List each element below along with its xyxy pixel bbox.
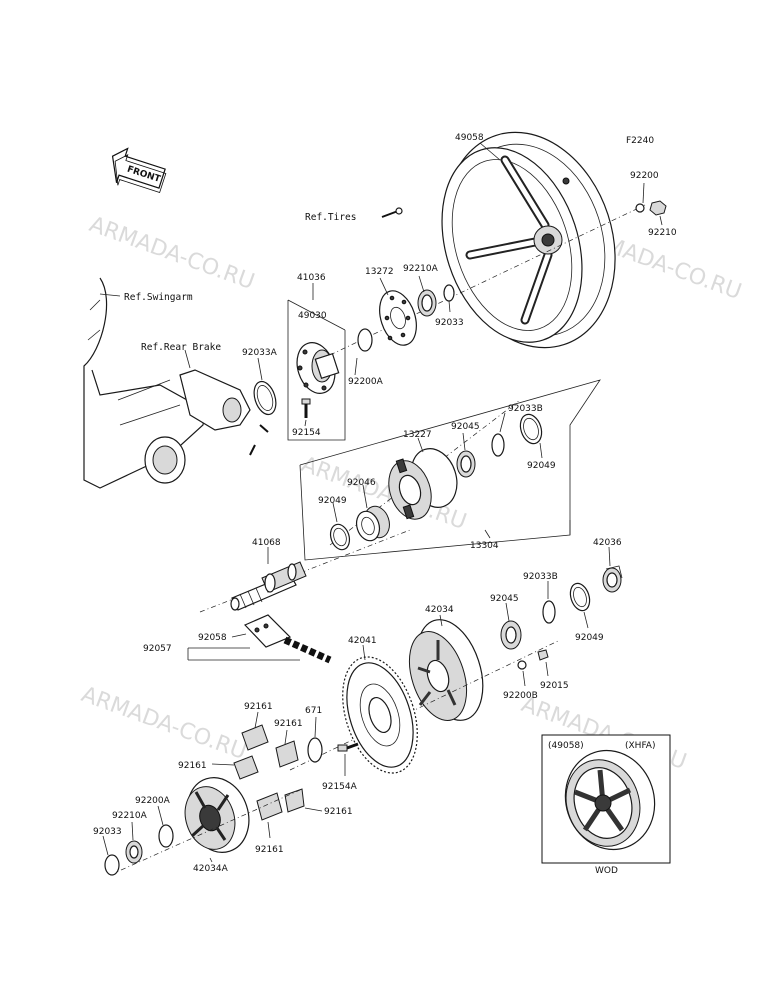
coupling-42034A [184, 777, 250, 853]
label-92046: 92046 [347, 478, 376, 488]
label-671: 671 [305, 706, 322, 716]
ref-tires[interactable]: Ref.Tires [305, 212, 356, 223]
label-13227: 13227 [403, 430, 432, 440]
bolt-92154A [337, 742, 359, 752]
label-92049-top-right: 92049 [527, 461, 556, 471]
label-92210: 92210 [648, 228, 677, 238]
ref-rear-brake[interactable]: Ref.Rear Brake [141, 342, 221, 353]
label-13304: 13304 [470, 541, 499, 551]
label-92049-left: 92049 [318, 496, 347, 506]
label-92033B-mid: 92033B [523, 572, 558, 582]
label-92033-bot: 92033 [93, 827, 122, 837]
needle-bearing-92046 [355, 505, 390, 542]
inset-part-number: (49058) [548, 741, 584, 751]
label-49058: 49058 [455, 133, 484, 143]
hub-49030 [296, 342, 340, 394]
label-92058: 92058 [198, 633, 227, 643]
rear-brake-bracket-ref [179, 369, 269, 456]
label-92154: 92154 [292, 428, 321, 438]
label-92161-b: 92161 [274, 719, 303, 729]
label-92033-top: 92033 [435, 318, 464, 328]
label-49030: 49030 [298, 311, 327, 321]
label-92210A-top: 92210A [403, 264, 439, 274]
variant-inset: (49058) (XHFA) WOD [541, 734, 671, 876]
tire-valve [381, 207, 403, 218]
label-92200A-top: 92200A [348, 377, 384, 387]
label-92033B-top: 92033B [508, 404, 543, 414]
hub-flange-13272 [379, 290, 417, 346]
label-42034A: 42034A [193, 864, 229, 874]
label-92161-c: 92161 [178, 761, 207, 771]
label-92057: 92057 [143, 644, 172, 654]
housing-13227 [388, 448, 458, 520]
label-92015: 92015 [540, 681, 569, 691]
label-92161-e: 92161 [255, 845, 284, 855]
inset-caption: WOD [595, 866, 618, 876]
label-92161-d: 92161 [324, 807, 353, 817]
label-92161-a: 92161 [244, 702, 273, 712]
label-42036: 42036 [593, 538, 622, 548]
inset-code: (XHFA) [625, 741, 655, 751]
label-92033A: 92033A [242, 348, 278, 358]
label-92045-top: 92045 [451, 422, 480, 432]
sprocket-hub-42034 [408, 619, 484, 721]
shaft-41068 [230, 561, 307, 611]
label-92200B: 92200B [503, 691, 538, 701]
label-92045-mid: 92045 [490, 594, 519, 604]
label-41036: 41036 [297, 273, 326, 283]
label-13272: 13272 [365, 267, 394, 277]
label-42034: 42034 [425, 605, 454, 615]
chain-92058 [243, 614, 332, 664]
label-92200: 92200 [630, 171, 659, 181]
front-arrow-icon: FRONT [111, 147, 167, 194]
label-92154A: 92154A [322, 782, 358, 792]
watermark-1: ARMADA-CO.RU [86, 212, 258, 295]
rear-wheel [441, 131, 616, 349]
bolt-92154 [301, 398, 311, 418]
label-41068: 41068 [252, 538, 281, 548]
diagram-code: F2240 [626, 136, 654, 146]
ref-swingarm[interactable]: Ref.Swingarm [124, 292, 193, 303]
label-42041: 42041 [348, 636, 377, 646]
label-92210A-bot: 92210A [112, 811, 148, 821]
label-92200A-bot: 92200A [135, 796, 171, 806]
label-92049-mid: 92049 [575, 633, 604, 643]
rear-sprocket-42041 [342, 656, 418, 774]
swingarm-ref-outline [83, 277, 206, 489]
watermark-4: ARMADA-CO.RU [78, 682, 250, 765]
